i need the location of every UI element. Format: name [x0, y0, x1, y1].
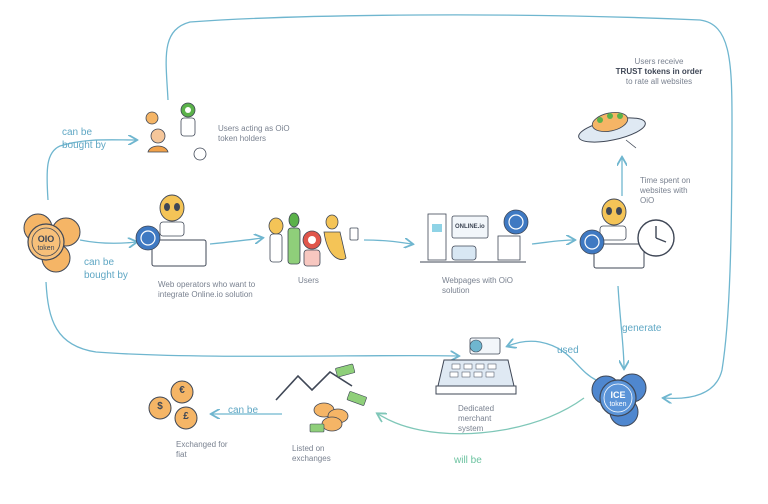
fiat-label: Exchanged for fiat [176, 440, 228, 459]
pound-symbol: £ [183, 411, 189, 422]
edge-ice-to-exchanges [378, 397, 585, 435]
oio-token-coins [23, 213, 81, 273]
web-operator-illustration [135, 194, 207, 267]
web-operators-label: Web operators who want to integrate Onli… [158, 280, 256, 299]
edge-operators-to-users [209, 238, 262, 245]
exchanges-illustration [275, 363, 367, 433]
ufo-illustration [578, 112, 646, 149]
edge-webpages-to-time [531, 240, 574, 244]
time-spent-illustration [579, 198, 675, 269]
edge-ice-to-merchant [508, 341, 597, 381]
edge-label-will-be: will be [454, 455, 482, 466]
edge-users-to-webpages [363, 240, 412, 244]
time-spent-label: Time spent on websites with OiO [640, 176, 691, 205]
euro-symbol: € [179, 385, 185, 396]
exchanges-label: Listed on exchanges [292, 444, 331, 463]
edge-oio-to-merchant [45, 281, 458, 356]
edge-label-bought-by-2: can be bought by [84, 257, 128, 281]
edge-oio-to-operators [79, 240, 136, 243]
cash-register-illustration [435, 337, 517, 395]
holders-label: Users acting as OiO token holders [218, 124, 290, 143]
edge-label-used: used [557, 345, 579, 356]
edge-label-bought-by-1: can be bought by [62, 127, 106, 151]
ice-token-coins [591, 373, 647, 427]
webpages-screen-text: ONLINE.io [455, 224, 485, 230]
edge-label-generate: generate [622, 323, 662, 334]
users-label: Users [298, 276, 319, 285]
fiat-coins [148, 380, 198, 430]
merchant-label: Dedicated merchant system [458, 404, 495, 433]
webpages-label: Webpages with OiO solution [442, 276, 513, 295]
edge-label-can-be: can be [228, 405, 259, 416]
edge-time-to-ice [617, 285, 624, 368]
holders-illustration [145, 102, 207, 161]
ice-coin-text: ICE token [609, 390, 627, 408]
edge-oio-to-holders [46, 140, 136, 201]
edge-top-loop [165, 14, 733, 398]
receive-trust-label: Users receive TRUST tokens in order to r… [615, 57, 703, 86]
users-illustration [268, 212, 359, 267]
webpages-illustration [420, 209, 529, 263]
dollar-symbol: $ [157, 401, 163, 412]
oio-coin-text: OIO token [37, 234, 55, 252]
